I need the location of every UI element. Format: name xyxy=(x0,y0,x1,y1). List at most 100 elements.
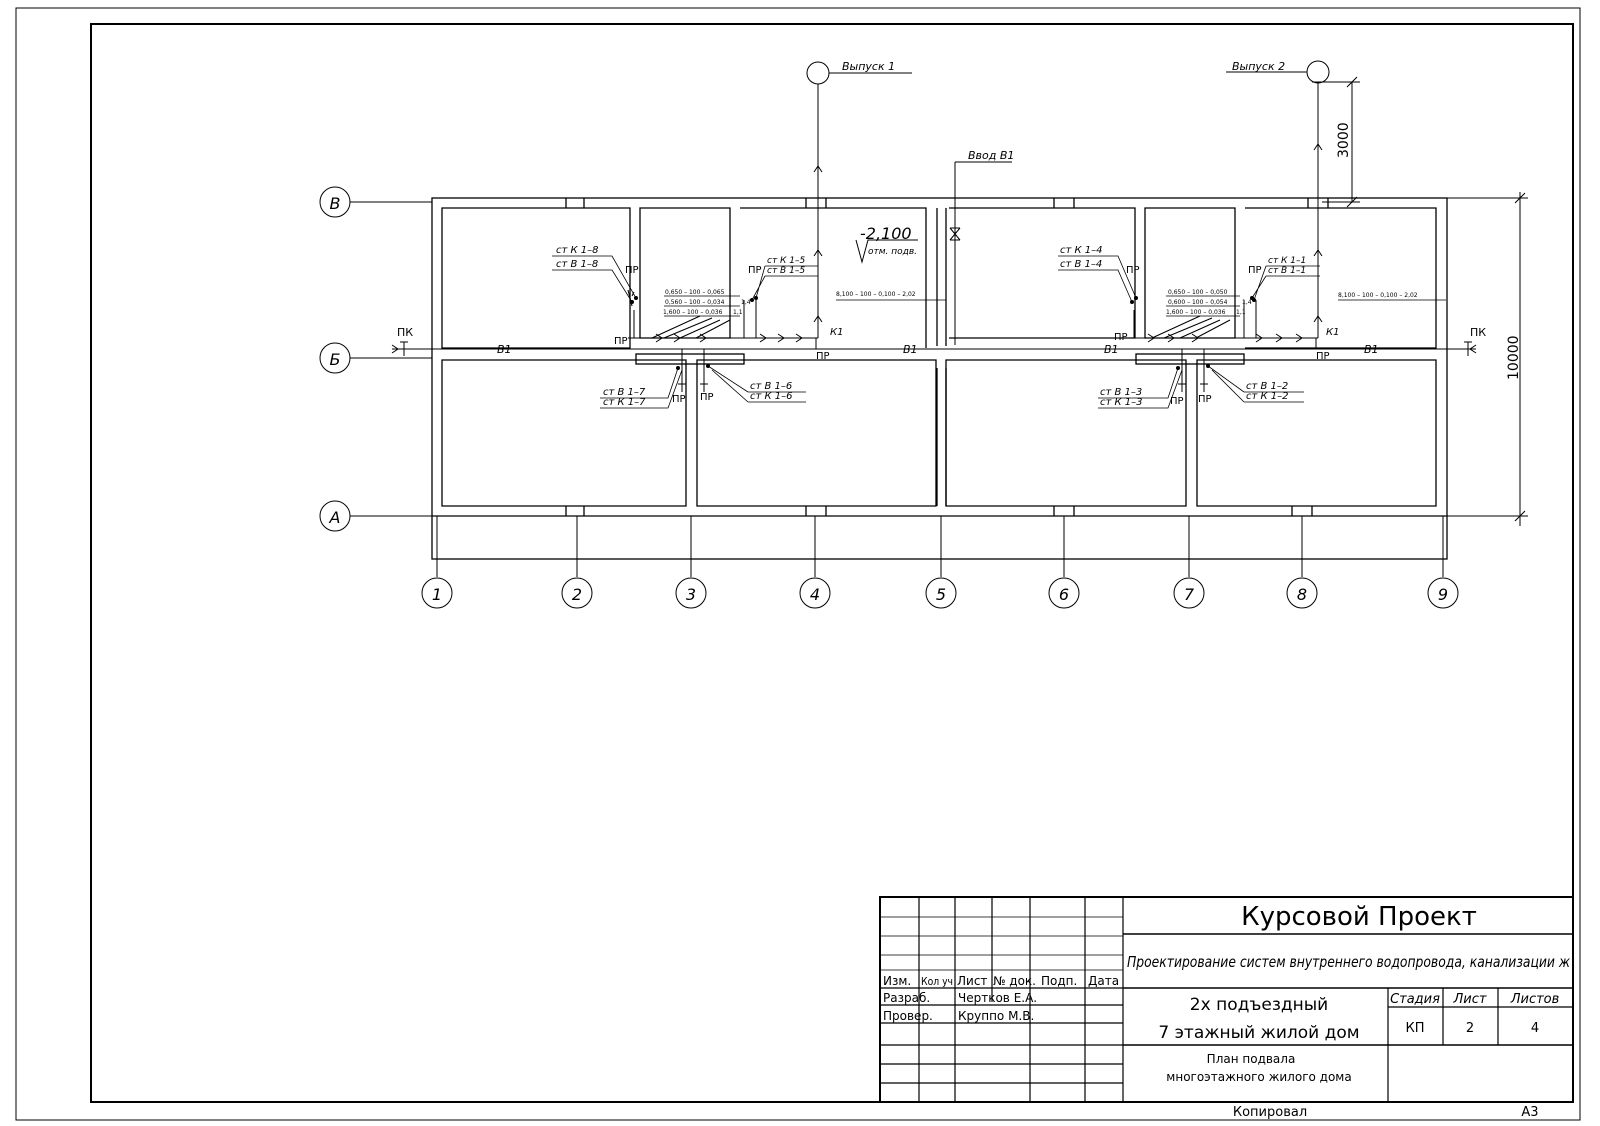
svg-text:Б: Б xyxy=(330,350,341,369)
cleanout-label-11: ПР xyxy=(1170,396,1184,407)
col-ndok: № док. xyxy=(993,974,1036,988)
riser-k1-7: ст К 1–7 xyxy=(603,397,646,408)
water-main-b1 xyxy=(391,341,1477,356)
pipe-b1-label-2: В1 xyxy=(903,343,918,356)
cleanout-label-8: ПР xyxy=(1114,332,1128,343)
elevation-value: -2,100 xyxy=(860,224,912,243)
fire-valve-left-label: ПК xyxy=(397,326,413,339)
title-building-line1: 2х подъездный xyxy=(1190,995,1328,1015)
value-14-right: 1,4 xyxy=(1242,299,1252,306)
elevation-note: отм. подв. xyxy=(868,247,917,257)
inlet-b1-line xyxy=(949,161,1012,345)
slope-main-right: 8,100 – 100 – 0,100 – 2,02 xyxy=(1338,292,1418,299)
cleanout-label-7: ПР xyxy=(1126,265,1140,276)
dimension-3000 xyxy=(1312,76,1360,208)
title-sheet-line2: многоэтажного жилого дома xyxy=(1166,1070,1351,1084)
svg-text:1: 1 xyxy=(432,585,442,604)
svg-text:5: 5 xyxy=(936,585,946,604)
axis-bubble-col-5: 5 xyxy=(925,577,957,609)
svg-text:3: 3 xyxy=(686,585,696,604)
name-checker: Круппо М.В. xyxy=(958,1009,1034,1023)
building-outline xyxy=(431,197,1448,560)
svg-text:2: 2 xyxy=(572,585,582,604)
slope-right-2: 0,600 – 100 – 0,054 xyxy=(1168,299,1228,306)
dimension-10000-label: 10000 xyxy=(1506,335,1522,380)
axis-bubble-row-a: А xyxy=(319,500,351,532)
title-project: Курсовой Проект xyxy=(1241,902,1477,932)
slope-right-3: 1,600 – 100 – 0,036 xyxy=(1166,309,1226,316)
outer-sheet-border xyxy=(15,7,1581,1121)
footer-format: А3 xyxy=(1521,1105,1538,1120)
col-data: Дата xyxy=(1088,974,1119,988)
leader-lines xyxy=(552,255,1446,409)
slope-main-left: 8,100 – 100 – 0,100 – 2,02 xyxy=(836,291,916,298)
sewer-collector-right xyxy=(1128,300,1318,343)
title-subject: Проектирование систем внутреннего водопр… xyxy=(1127,953,1570,971)
svg-text:А: А xyxy=(329,508,341,527)
riser-b1-7: ст В 1–7 xyxy=(603,387,646,398)
col-koluch: Кол уч xyxy=(921,975,953,988)
axis-bubble-col-3: 3 xyxy=(675,577,707,609)
axis-bubble-col-8: 8 xyxy=(1286,577,1318,609)
cleanout-label-4: ПР xyxy=(816,351,830,362)
axis-bubble-col-4: 4 xyxy=(799,577,831,609)
dimension-10000 xyxy=(1447,192,1528,526)
riser-b1-8: ст В 1–8 xyxy=(556,259,598,270)
axis-bubble-col-7: 7 xyxy=(1173,577,1205,609)
value-14-left: 1,4 xyxy=(741,299,751,306)
riser-k1-8: ст К 1–8 xyxy=(556,245,599,256)
pipe-b1-label-4: В1 xyxy=(1364,343,1379,356)
riser-dots xyxy=(630,296,1256,370)
title-block xyxy=(879,896,1574,1103)
cleanout-label-2: ПР xyxy=(614,336,628,347)
header-stage: Стадия xyxy=(1390,992,1440,1007)
footer-copied: Копировал xyxy=(1233,1105,1307,1120)
grid-lines xyxy=(350,201,1444,577)
axis-bubble-col-2: 2 xyxy=(561,577,593,609)
cleanout-label-5: ПР xyxy=(672,394,686,405)
value-sheets: 4 xyxy=(1531,1021,1539,1036)
svg-text:4: 4 xyxy=(810,585,820,604)
svg-text:В: В xyxy=(330,194,341,213)
riser-b1-6: ст В 1–6 xyxy=(750,381,792,392)
outlet-2 xyxy=(1226,60,1330,338)
riser-k1-2: ст К 1–2 xyxy=(1246,391,1289,402)
riser-b1-4: ст В 1–4 xyxy=(1060,259,1102,270)
title-sheet-line1: План подвала xyxy=(1207,1052,1296,1066)
elevation-mark xyxy=(855,239,918,264)
cleanout-label-12: ПР xyxy=(1198,394,1212,405)
riser-k1-1: ст К 1–1 xyxy=(1268,256,1306,266)
axis-bubble-row-b: Б xyxy=(319,342,351,374)
riser-b1-5: ст В 1–5 xyxy=(767,266,805,276)
axis-bubble-col-6: 6 xyxy=(1048,577,1080,609)
svg-text:7: 7 xyxy=(1184,585,1195,604)
name-developer: Чертков Е.А. xyxy=(958,991,1037,1005)
slope-left-2: 0,560 – 100 – 0,034 xyxy=(665,299,725,306)
riser-k1-3: ст К 1–3 xyxy=(1100,397,1143,408)
col-list: Лист xyxy=(957,974,987,988)
riser-k1-6: ст К 1–6 xyxy=(750,391,793,402)
slope-left-1: 0,650 – 100 – 0,065 xyxy=(665,289,725,296)
header-sheet: Лист xyxy=(1453,992,1487,1007)
col-podp: Подп. xyxy=(1041,974,1077,988)
col-izm: Изм. xyxy=(883,974,911,988)
inlet-label: Ввод В1 xyxy=(968,149,1014,162)
dimension-3000-label: 3000 xyxy=(1336,122,1352,158)
svg-text:8: 8 xyxy=(1297,585,1307,604)
cleanout-label-6: ПР xyxy=(700,392,714,403)
sewer-k1-label-right: К1 xyxy=(1326,327,1339,338)
drawing-frame xyxy=(90,23,1574,1103)
pipe-b1-label-1: В1 xyxy=(497,343,512,356)
value-sheet: 2 xyxy=(1466,1021,1474,1036)
slope-right-1: 0,650 – 100 – 0,050 xyxy=(1168,289,1228,296)
value-11-right: 1,1 xyxy=(1236,309,1246,316)
outlet-1-label: Выпуск 1 xyxy=(842,60,895,73)
cleanout-label-3: ПР xyxy=(748,265,762,276)
sewer-k1-label-left: К1 xyxy=(830,327,843,338)
outlet-1 xyxy=(806,61,912,338)
cleanout-label-10: ПР xyxy=(1316,351,1330,362)
title-building-line2: 7 этажный жилой дом xyxy=(1158,1023,1359,1043)
role-developer: Разраб. xyxy=(883,991,930,1005)
svg-text:9: 9 xyxy=(1438,585,1448,604)
